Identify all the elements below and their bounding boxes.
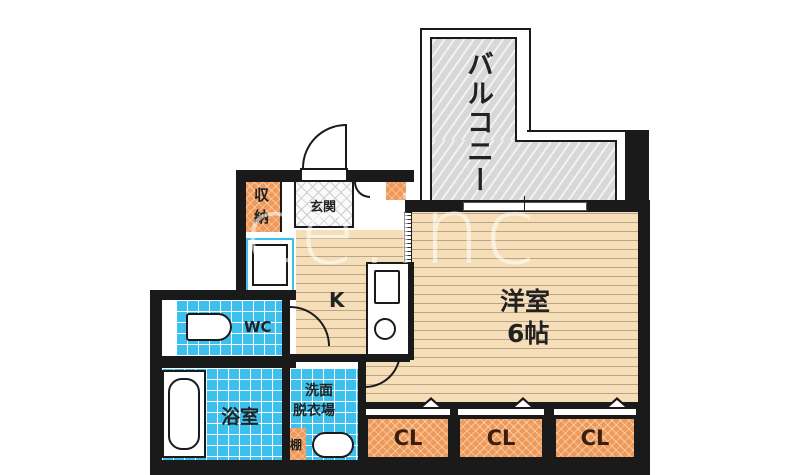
wc-label: WC	[244, 318, 272, 336]
closet-3[interactable]: CL	[554, 417, 636, 459]
balcony-floor-edge	[515, 140, 617, 142]
entrance-label: 玄関	[310, 200, 337, 215]
washroom-label-1: 洗面	[305, 383, 333, 399]
storage-label-1: 収	[254, 186, 270, 204]
front-door-opening	[300, 168, 348, 182]
washroom-label-2: 脱衣場	[293, 403, 335, 419]
wall-right	[638, 200, 650, 475]
kitchen-bottom-wall	[290, 354, 410, 362]
closet-3-label: CL	[580, 426, 610, 450]
closet-3-door-icon	[606, 397, 628, 407]
window-divider	[524, 196, 525, 218]
storage[interactable]	[246, 182, 280, 232]
balcony-floor-wide	[430, 140, 617, 202]
closet-1-rail	[366, 409, 450, 415]
closet-2[interactable]: CL	[458, 417, 544, 459]
wall-mid-horizontal	[150, 290, 296, 300]
stove-icon	[374, 318, 396, 340]
washbasin-icon	[312, 432, 354, 458]
balcony-ledge	[527, 130, 625, 132]
wall-wc-bottom	[150, 356, 296, 368]
fridge-inner	[252, 244, 288, 286]
storage-door[interactable]	[280, 182, 296, 232]
closet-2-door-icon	[512, 397, 534, 407]
shoe-door	[354, 182, 370, 198]
pillar	[625, 130, 649, 202]
closet-1-door-icon	[420, 397, 442, 407]
front-door[interactable]	[302, 124, 346, 168]
bathroom-label: 浴室	[221, 406, 260, 428]
wall-bottom	[150, 460, 650, 475]
wall-wc-right	[282, 296, 290, 466]
wall-left-lower	[150, 290, 162, 475]
toilet-icon	[186, 313, 232, 341]
entrance[interactable]	[294, 182, 354, 228]
closet-1[interactable]: CL	[366, 417, 450, 459]
shelf[interactable]	[290, 428, 306, 460]
kitchen-label: K	[329, 288, 345, 312]
balcony-label: バルコニー	[462, 50, 493, 195]
wall-left-upper	[236, 170, 246, 300]
storage-label-2: 納	[254, 208, 270, 226]
wall-washroom-right	[358, 356, 366, 466]
western-room-label-2: 6帖	[507, 319, 550, 348]
closet-1-label: CL	[393, 426, 423, 450]
closet-2-rail	[458, 409, 544, 415]
bathtub-inner	[168, 378, 200, 450]
kitchen-partition	[404, 212, 412, 264]
shelf-label: 棚	[290, 438, 303, 452]
closet-2-label: CL	[486, 426, 516, 450]
western-room-label-1: 洋室	[500, 287, 551, 316]
closet-3-rail	[554, 409, 636, 415]
front-door-leaf	[345, 124, 347, 170]
small-storage[interactable]	[386, 182, 406, 200]
sink-icon	[374, 270, 400, 304]
balcony-window[interactable]	[463, 202, 587, 211]
kitchen-wall-right	[408, 262, 414, 360]
